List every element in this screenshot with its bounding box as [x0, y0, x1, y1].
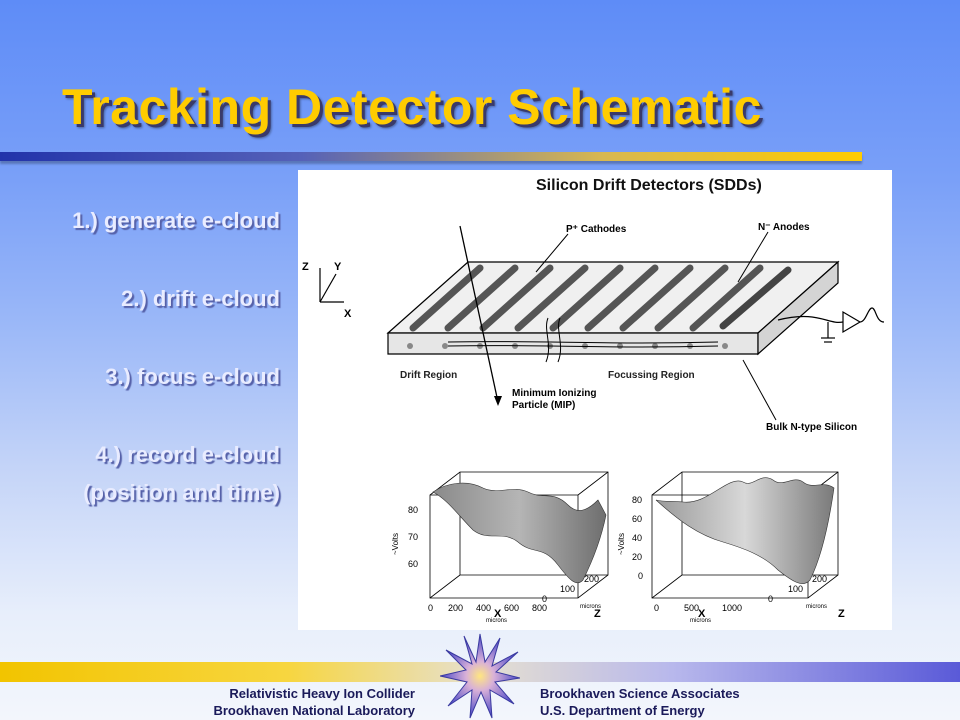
plot-right-xtick-3: 1000 [722, 603, 742, 613]
plot-left-xtick-5: 800 [532, 603, 547, 613]
plot-right-ztick-2: 100 [788, 584, 803, 594]
mip-arrow-icon [494, 396, 502, 406]
plot-right-ytick-1: 80 [632, 495, 642, 505]
step-drift: 2.) drift e-cloud [121, 286, 280, 311]
plot-left-ytick-1: 80 [408, 505, 418, 515]
axis-y-label: Y [334, 261, 342, 273]
potential-plot-left: ~Volts 80 70 60 0 200 400 600 800 0 100 … [391, 471, 609, 624]
anode-pads [719, 266, 792, 330]
plot-right-ylabel: ~Volts [617, 533, 626, 555]
plot-left-ztick-2: 100 [560, 584, 575, 594]
label-bulk-silicon: Bulk N-type Silicon [766, 422, 857, 433]
axis-x-label: X [344, 308, 352, 320]
step-record-detail: (position and time) [83, 480, 280, 505]
label-leaders [535, 231, 777, 421]
footer-left-line1: Relativistic Heavy Ion Collider [229, 686, 415, 701]
potential-plot-right: ~Volts 80 60 40 20 0 0 500 1000 0 100 20… [617, 471, 845, 624]
label-anodes: N⁻ Anodes [758, 222, 810, 233]
sdd-figure: Silicon Drift Detectors (SDDs) Z Y X [298, 170, 892, 630]
plot-right-zunit: microns [806, 604, 827, 610]
axis-z-label: Z [302, 261, 309, 273]
plot-left-xtick-1: 0 [428, 603, 433, 613]
cathode-strips [409, 264, 764, 332]
label-mip-line2: Particle (MIP) [512, 400, 575, 411]
plot-left-ztick-1: 0 [542, 594, 547, 604]
star-burst-icon [440, 633, 520, 719]
label-focussing-region: Focussing Region [608, 370, 695, 381]
step-generate: 1.) generate e-cloud [72, 208, 280, 233]
step-focus: 3.) focus e-cloud [105, 364, 280, 389]
plot-right-xtick-1: 0 [654, 603, 659, 613]
label-drift-region: Drift Region [400, 370, 457, 381]
plot-right-ztick-3: 200 [812, 574, 827, 584]
footer-right-line1: Brookhaven Science Associates [540, 686, 740, 701]
plot-right-xname: X [698, 608, 706, 620]
plot-right-ztick-1: 0 [768, 594, 773, 604]
plot-left-xname: X [494, 608, 502, 620]
plot-right-zname: Z [838, 608, 845, 620]
label-mip-line1: Minimum Ionizing [512, 388, 596, 399]
plot-left-xunit: microns [486, 618, 507, 624]
footer-left: Relativistic Heavy Ion Collider Brookhav… [213, 685, 415, 719]
plot-right-ytick-4: 20 [632, 552, 642, 562]
readout-amplifier [777, 307, 885, 343]
slide-title: Tracking Detector Schematic [62, 79, 762, 135]
plot-left-ylabel: ~Volts [391, 533, 400, 555]
footer-right: Brookhaven Science Associates U.S. Depar… [540, 685, 740, 719]
footer-left-line2: Brookhaven National Laboratory [213, 703, 415, 718]
footer-right-line2: U.S. Department of Energy [540, 703, 705, 718]
plot-left-xtick-2: 200 [448, 603, 463, 613]
plot-left-zunit: microns [580, 604, 601, 610]
title-underline [0, 152, 862, 161]
plot-left-ytick-2: 70 [408, 532, 418, 542]
mip-track [459, 225, 499, 403]
plot-left-ytick-3: 60 [408, 559, 418, 569]
plot-right-ytick-5: 0 [638, 571, 643, 581]
drift-paths [447, 317, 719, 363]
plot-left-xtick-4: 600 [504, 603, 519, 613]
label-cathodes: P⁺ Cathodes [566, 224, 627, 235]
axis-triad [319, 268, 344, 303]
figure-heading: Silicon Drift Detectors (SDDs) [536, 177, 762, 194]
sdd-schematic: Silicon Drift Detectors (SDDs) Z Y X [302, 177, 885, 624]
plot-left-ztick-3: 200 [584, 574, 599, 584]
plot-right-ytick-2: 60 [632, 514, 642, 524]
plot-right-ytick-3: 40 [632, 533, 642, 543]
plot-right-xtick-2: 500 [684, 603, 699, 613]
plot-left-zname: Z [594, 608, 601, 620]
plot-right-xunit: microns [690, 618, 711, 624]
step-record: 4.) record e-cloud [95, 442, 280, 467]
plot-left-xtick-3: 400 [476, 603, 491, 613]
